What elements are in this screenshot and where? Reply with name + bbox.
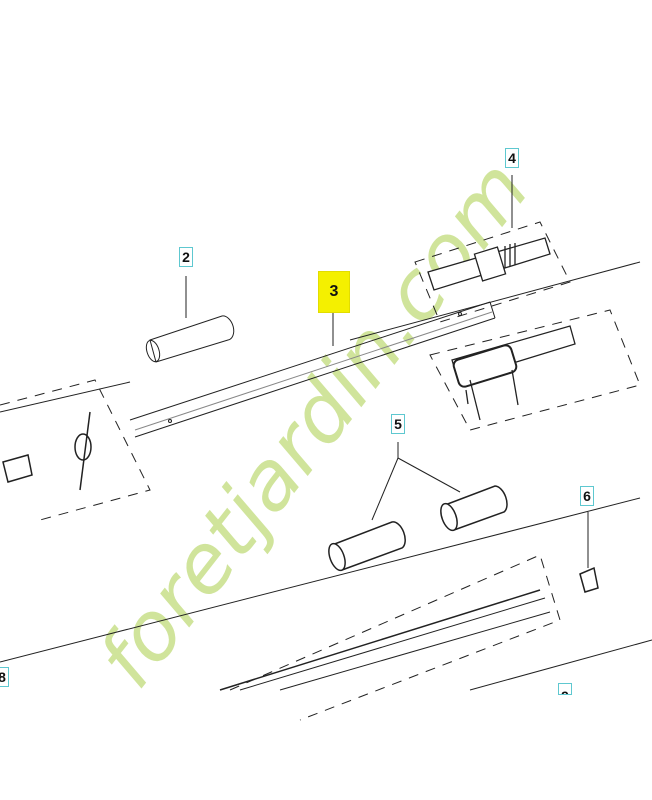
dashed-box-4	[414, 221, 571, 323]
sleeve-part-2	[145, 315, 235, 363]
watermark-text: foretjardin.com	[80, 143, 547, 705]
part-label-3[interactable]: 3	[318, 271, 350, 313]
grip-part-5	[328, 485, 508, 572]
leader-5	[371, 457, 399, 521]
handle-assembly	[451, 325, 576, 421]
watermark: foretjardin.com	[80, 143, 547, 705]
cap-part-6	[579, 566, 599, 593]
dashed-box-lower	[229, 554, 561, 721]
part-label-5[interactable]: 5	[391, 414, 405, 434]
dashed-box-left	[0, 379, 151, 521]
part-label-4[interactable]: 4	[505, 148, 519, 168]
axis-line	[349, 261, 641, 341]
shaft-part-4	[427, 237, 551, 291]
lower-tube	[219, 589, 551, 691]
part-label-8[interactable]: 8	[0, 667, 9, 687]
part-label-9[interactable]: 9	[558, 683, 572, 695]
clamp-left	[2, 411, 92, 491]
axis-line	[469, 639, 652, 691]
axis-line	[0, 497, 641, 663]
leader-5	[397, 457, 461, 493]
axis-line	[0, 381, 131, 413]
part-label-2[interactable]: 2	[179, 247, 193, 267]
dashed-box-handle	[429, 309, 641, 431]
tube-part-3	[129, 301, 496, 438]
part-label-6[interactable]: 6	[580, 486, 594, 506]
